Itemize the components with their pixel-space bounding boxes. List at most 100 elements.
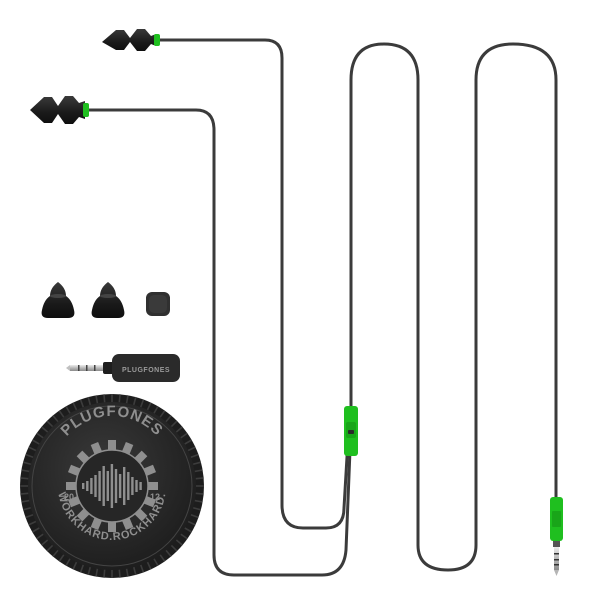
earbud-upper bbox=[102, 29, 160, 51]
case-knurl-ridge bbox=[20, 477, 29, 480]
case-soundwave-bar bbox=[106, 471, 109, 501]
case-knurl-ridge bbox=[65, 558, 71, 567]
earphone-cable bbox=[86, 38, 558, 577]
case-knurl-ridge bbox=[195, 492, 204, 495]
case-knurl-ridge bbox=[87, 396, 92, 406]
case-knurl-ridge bbox=[192, 506, 202, 511]
case-gear-tooth bbox=[146, 482, 158, 490]
case-year-right: 12 bbox=[150, 492, 160, 502]
case-knurl-ridge bbox=[65, 405, 71, 414]
case-knurl-ridge bbox=[87, 566, 92, 576]
case-soundwave-bar bbox=[114, 469, 118, 503]
case-knurl-ridge bbox=[132, 396, 137, 406]
case-knurl-ridge bbox=[165, 549, 172, 557]
case-soundwave-bar bbox=[82, 483, 85, 489]
foam-tip bbox=[146, 292, 170, 316]
audio-jack bbox=[550, 497, 563, 576]
case-gear-tooth bbox=[108, 440, 116, 452]
case-knurl bbox=[20, 394, 204, 578]
case-gear-tooth bbox=[66, 482, 78, 490]
case-knurl-ridge bbox=[187, 446, 196, 452]
case-knurl-ridge bbox=[46, 420, 54, 428]
case-knurl-ridge bbox=[20, 492, 29, 495]
inline-remote bbox=[344, 406, 358, 456]
case-knurl-ridge bbox=[95, 568, 99, 577]
jack-adapter: PLUGFONES bbox=[66, 354, 180, 382]
case-knurl-ridge bbox=[125, 568, 129, 577]
case-knurl-ridge bbox=[192, 461, 202, 466]
case-knurl-ridge bbox=[118, 569, 121, 578]
case-soundwave-bar bbox=[86, 481, 89, 491]
case-knurl-ridge bbox=[139, 564, 145, 573]
earbud-lower-green-ring bbox=[83, 103, 89, 117]
case-knurl-ridge bbox=[153, 405, 159, 414]
case-knurl-ridge bbox=[180, 533, 188, 540]
case-soundwave-bar bbox=[102, 466, 105, 506]
case-knurl-ridge bbox=[79, 564, 85, 573]
case-knurl-ridge bbox=[175, 539, 183, 546]
case-knurl-ridge bbox=[175, 426, 183, 433]
case-knurl-ridge bbox=[28, 520, 37, 526]
case-knurl-ridge bbox=[159, 554, 166, 562]
case-soundwave-bar bbox=[131, 477, 134, 495]
case-knurl-ridge bbox=[31, 439, 40, 445]
case-soundwave-bar bbox=[118, 474, 122, 498]
case-knurl-ridge bbox=[52, 415, 59, 423]
case-knurl-ridge bbox=[25, 513, 34, 519]
case-soundwave-bar bbox=[135, 480, 138, 492]
case-soundwave-bar bbox=[90, 478, 93, 494]
spare-eartip-2 bbox=[91, 282, 125, 318]
case-knurl-ridge bbox=[41, 539, 49, 546]
case-knurl-ridge bbox=[184, 527, 193, 533]
case-knurl-ridge bbox=[165, 415, 172, 423]
case-knurl-ridge bbox=[79, 399, 85, 408]
case-knurl-ridge bbox=[146, 561, 152, 570]
case-soundwave-bar bbox=[139, 482, 142, 490]
cable-main-cord bbox=[349, 42, 558, 572]
carry-case: PLUGFONES WORKHARD.ROCKHARD. 20 12 bbox=[20, 394, 204, 578]
case-knurl-ridge bbox=[180, 432, 188, 439]
case-knurl-ridge bbox=[52, 549, 59, 557]
adapter-brand-label: PLUGFONES bbox=[122, 367, 170, 374]
case-year-left: 20 bbox=[64, 492, 74, 502]
case-knurl-ridge bbox=[153, 558, 159, 567]
earbud-upper-green-ring bbox=[154, 34, 160, 46]
cable-lower-earbud bbox=[86, 108, 352, 577]
case-soundwave-bar bbox=[127, 472, 130, 500]
case-knurl-ridge bbox=[21, 469, 30, 473]
cable-upper-earbud bbox=[158, 38, 350, 530]
case-knurl-ridge bbox=[184, 439, 193, 445]
case-knurl-ridge bbox=[125, 395, 129, 404]
case-soundwave-bar bbox=[110, 464, 114, 508]
case-soundwave-bar bbox=[123, 467, 126, 505]
case-knurl-ridge bbox=[28, 446, 37, 452]
case-knurl-ridge bbox=[22, 461, 32, 466]
case-knurl-ridge bbox=[187, 520, 196, 526]
earbud-lower bbox=[30, 96, 89, 124]
case-knurl-ridge bbox=[72, 402, 78, 411]
case-knurl-ridge bbox=[132, 566, 137, 576]
case-knurl-ridge bbox=[41, 426, 49, 433]
case-knurl-ridge bbox=[190, 453, 199, 459]
case-knurl-ridge bbox=[159, 410, 166, 418]
case-knurl-ridge bbox=[103, 569, 106, 578]
case-soundwave-bar bbox=[98, 471, 101, 501]
case-gear-tooth bbox=[108, 520, 116, 532]
case-knurl-ridge bbox=[22, 506, 32, 511]
case-knurl-ridge bbox=[118, 394, 121, 403]
case-knurl-ridge bbox=[170, 420, 178, 428]
case-knurl-ridge bbox=[139, 399, 145, 408]
earbud-lower-tip bbox=[30, 96, 85, 124]
case-knurl-ridge bbox=[36, 533, 44, 540]
case-knurl-ridge bbox=[36, 432, 44, 439]
case-knurl-ridge bbox=[31, 527, 40, 533]
case-knurl-ridge bbox=[95, 395, 99, 404]
case-knurl-ridge bbox=[103, 394, 106, 403]
case-knurl-ridge bbox=[146, 402, 152, 411]
case-knurl-ridge bbox=[21, 499, 30, 503]
case-soundwave-emblem bbox=[82, 464, 142, 508]
case-knurl-ridge bbox=[190, 513, 199, 519]
case-knurl-ridge bbox=[170, 544, 178, 552]
case-knurl-ridge bbox=[58, 410, 65, 418]
